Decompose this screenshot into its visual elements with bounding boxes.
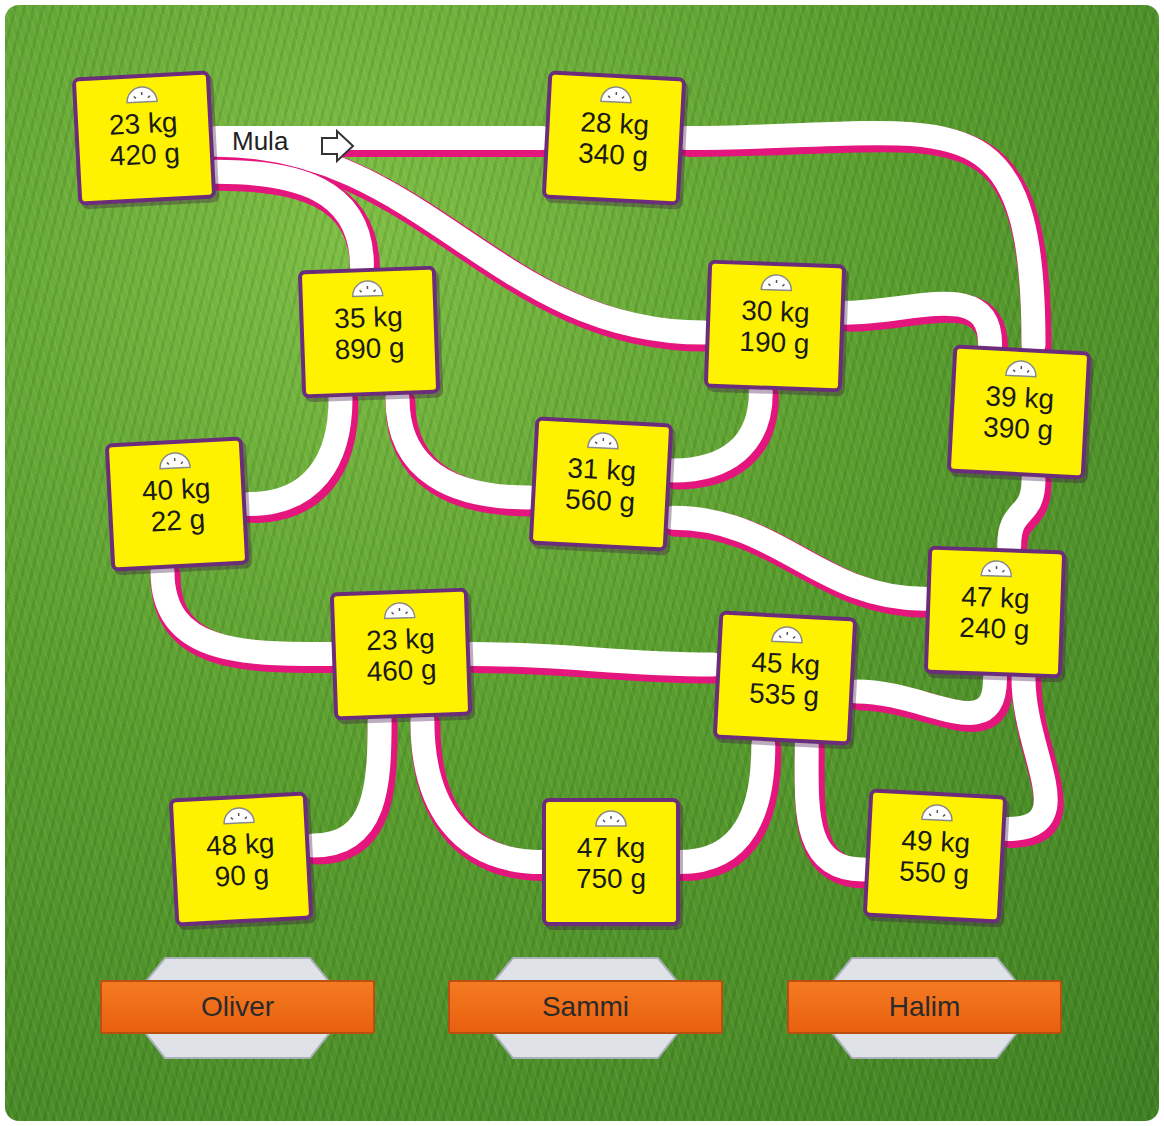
road-path (422, 720, 542, 862)
weight-value: 30 kg 190 g (728, 294, 823, 360)
weight-value: 23 kg 420 g (96, 106, 192, 173)
weight-scale: 31 kg 560 g (529, 416, 674, 551)
scale-icon (769, 623, 806, 645)
weight-value: 28 kg 340 g (566, 106, 662, 173)
start-arrow (322, 131, 353, 161)
road-path (1007, 678, 1045, 829)
scale-icon (123, 83, 160, 105)
scale-icon (758, 271, 795, 292)
road-path (163, 572, 330, 655)
weight-scale: 23 kg 460 g (330, 588, 472, 721)
weight-scale: 47 kg 750 g (542, 798, 680, 926)
start-label: Mula (232, 126, 288, 157)
road-path (398, 398, 529, 497)
scale-icon (1003, 357, 1040, 379)
road-edges-shadow (166, 137, 1049, 874)
weight-value: 48 kg 90 g (193, 827, 289, 894)
scale-icon (585, 429, 622, 451)
weight-value: 47 kg 240 g (948, 580, 1043, 646)
weight-value: 35 kg 890 g (322, 300, 417, 366)
road-path (472, 654, 713, 665)
scale-icon (220, 804, 257, 826)
road-path (1009, 480, 1033, 546)
road-path (216, 172, 362, 266)
name-banner: Sammi (448, 980, 723, 1034)
weight-scale: 45 kg 535 g (713, 610, 858, 745)
weight-value: 39 kg 390 g (971, 380, 1067, 447)
scale-icon (598, 83, 635, 105)
weight-scale: 49 kg 550 g (863, 788, 1008, 923)
player-name: Halim (889, 991, 961, 1023)
scale-icon (919, 801, 956, 823)
weight-scale: 35 kg 890 g (298, 266, 440, 399)
road-path (857, 678, 995, 713)
road-path (807, 746, 863, 870)
road-path (680, 746, 763, 863)
weight-scale: 23 kg 420 g (72, 70, 217, 205)
road-edges (163, 133, 1046, 870)
weight-scale: 28 kg 340 g (542, 70, 687, 205)
weight-scale: 40 kg 22 g (105, 436, 250, 571)
road-path (673, 392, 761, 470)
weight-scale: 47 kg 240 g (924, 546, 1066, 679)
weight-value: 31 kg 560 g (553, 452, 649, 519)
weight-value: 40 kg 22 g (129, 472, 225, 539)
name-banner: Halim (787, 980, 1062, 1034)
weight-value: 23 kg 460 g (354, 622, 449, 688)
weight-scale: 39 kg 390 g (947, 344, 1092, 479)
scale-icon (593, 808, 629, 828)
scale-icon (156, 449, 193, 471)
road-path (249, 398, 340, 504)
weight-value: 45 kg 535 g (737, 646, 833, 713)
scale-icon (349, 277, 386, 298)
name-banner: Oliver (100, 980, 375, 1034)
weight-value: 47 kg 750 g (565, 832, 657, 895)
weight-value: 49 kg 550 g (887, 824, 983, 891)
road-path (673, 518, 924, 599)
road-path (846, 304, 990, 345)
weight-scale: 48 kg 90 g (169, 791, 314, 926)
road-path (313, 720, 379, 845)
scale-icon (978, 557, 1015, 578)
player-name: Oliver (201, 991, 274, 1023)
weight-scale: 30 kg 190 g (704, 260, 846, 393)
player-name: Sammi (542, 991, 629, 1023)
scale-icon (381, 599, 418, 620)
